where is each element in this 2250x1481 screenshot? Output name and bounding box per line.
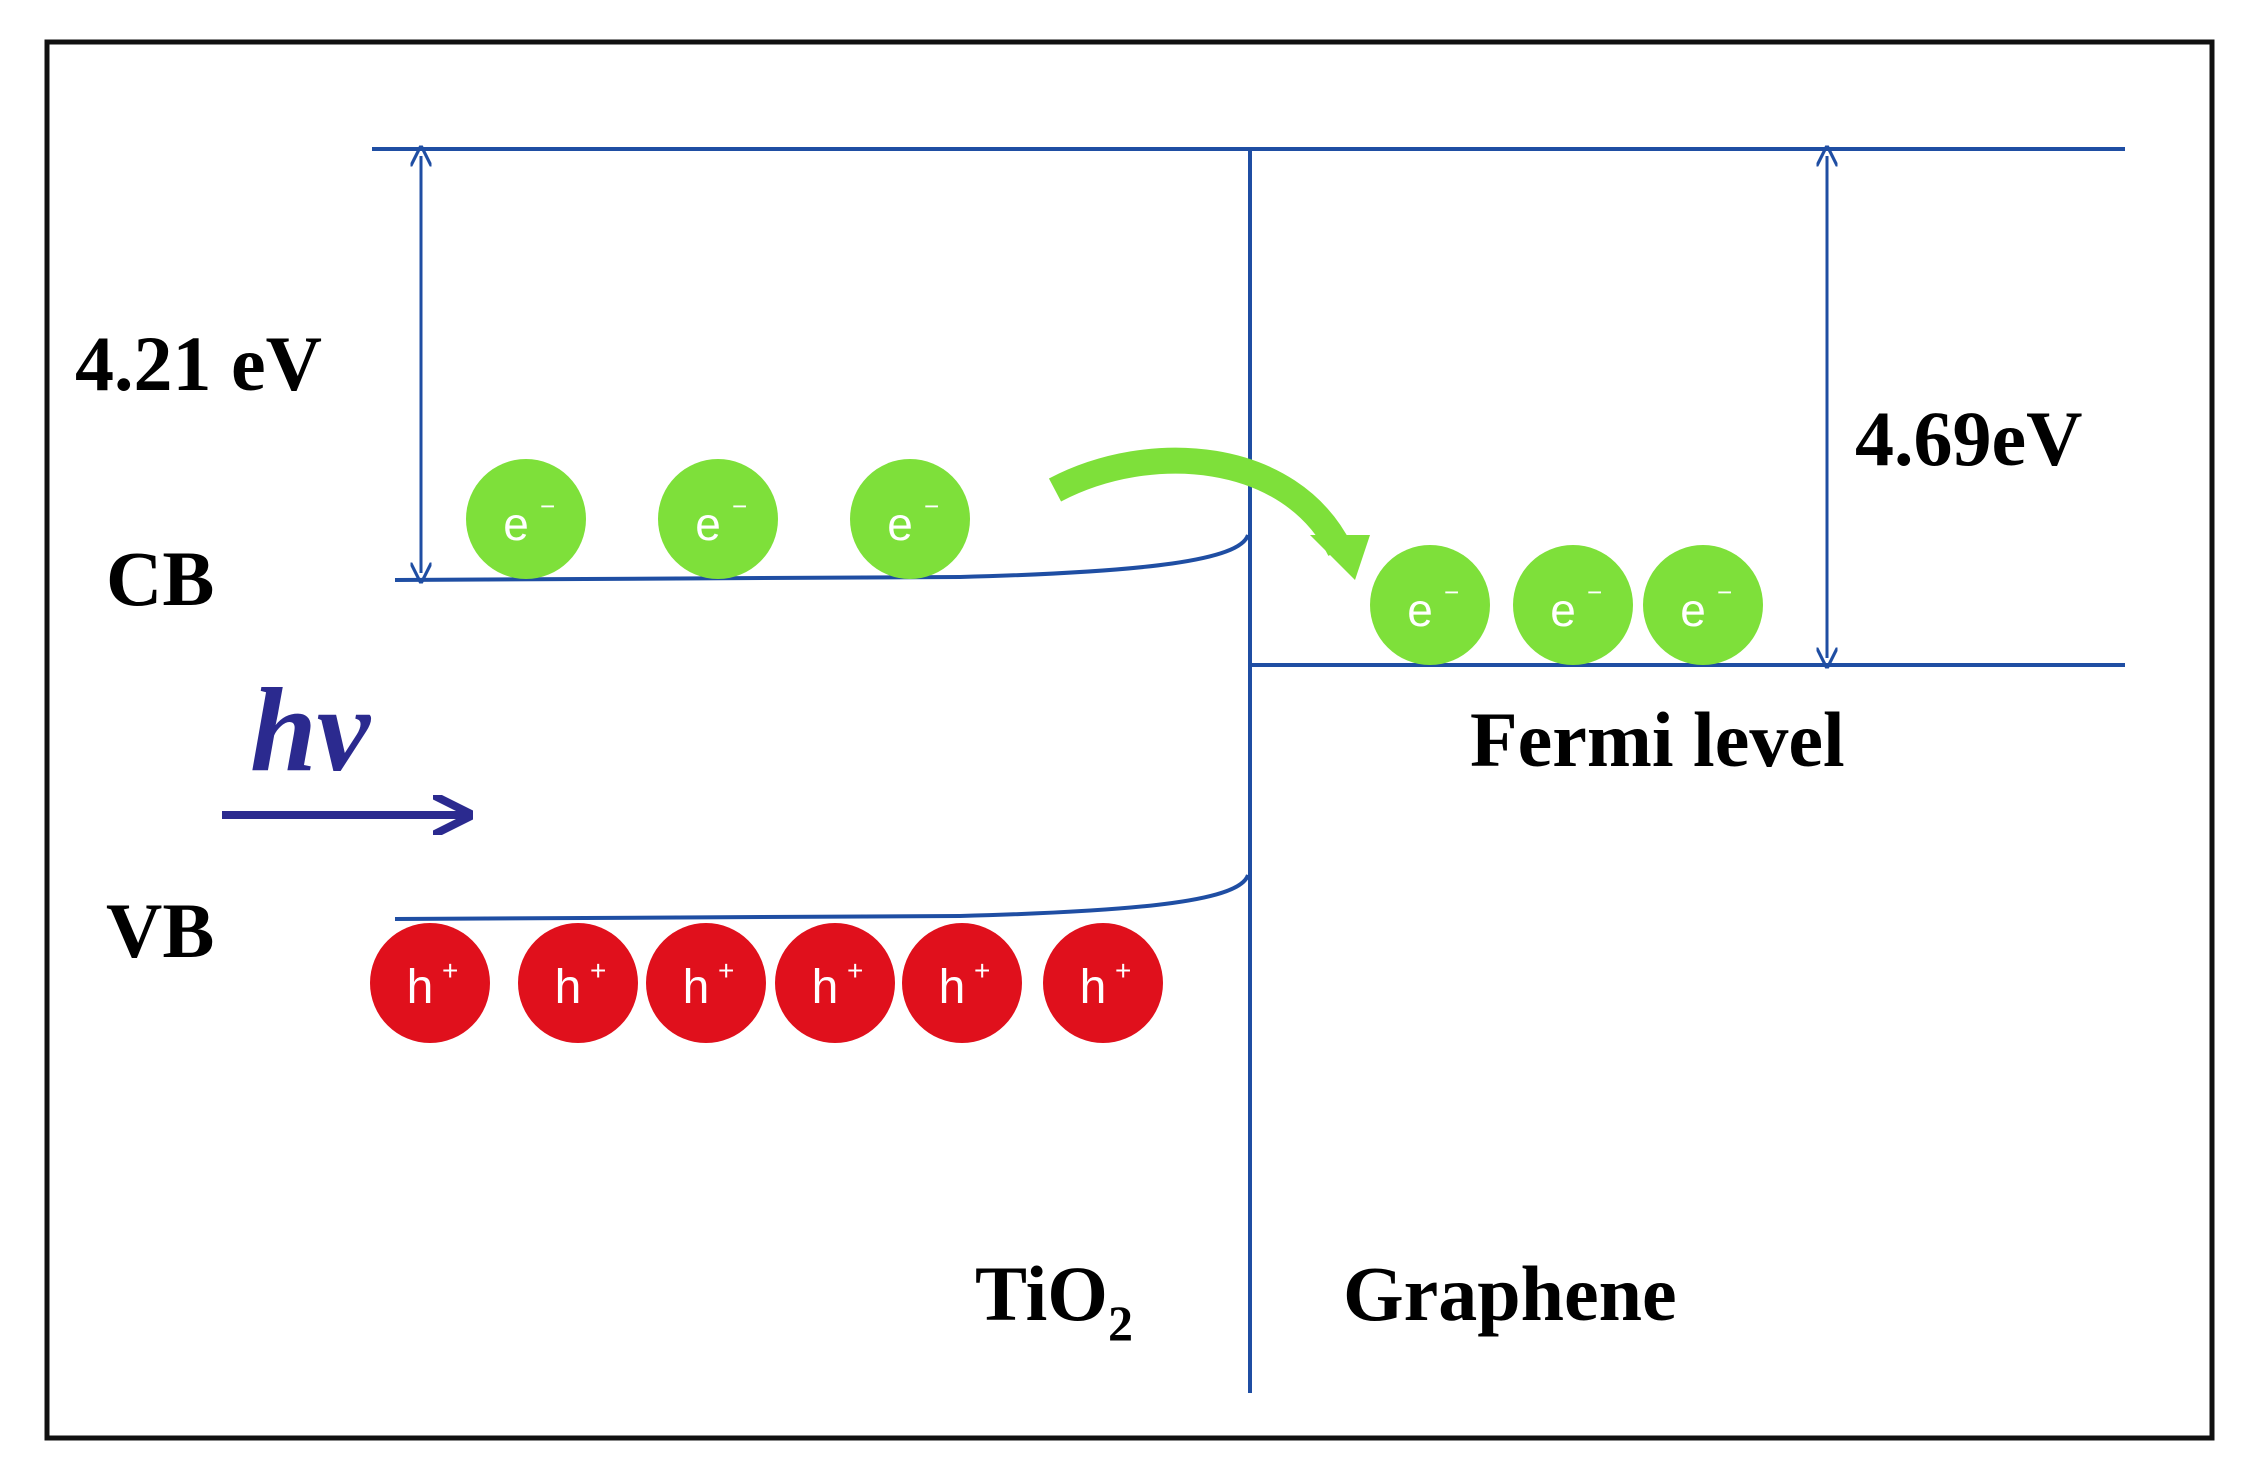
fermi-level-label: Fermi level — [1470, 696, 1845, 783]
electron-transfer-arrow — [1048, 447, 1370, 580]
tio2-cb-electrons: e − e − e − — [466, 459, 970, 579]
electron: e − — [1370, 545, 1490, 665]
svg-text:e: e — [1680, 584, 1706, 636]
svg-text:+: + — [718, 955, 734, 986]
graphene-gap-label: 4.69eV — [1855, 395, 2082, 482]
hole: h + — [370, 923, 490, 1043]
valence-band-line — [394, 874, 1250, 921]
svg-text:−: − — [732, 491, 747, 521]
svg-text:h: h — [555, 961, 582, 1014]
vb-label: VB — [106, 887, 214, 974]
svg-text:−: − — [540, 491, 555, 521]
svg-text:+: + — [442, 955, 458, 986]
svg-text:+: + — [590, 955, 606, 986]
svg-text:e: e — [695, 498, 721, 550]
cb-label: CB — [106, 535, 214, 622]
electron: e − — [850, 459, 970, 579]
svg-text:+: + — [847, 955, 863, 986]
tio2-label: TiO2 — [975, 1250, 1133, 1351]
svg-text:e: e — [887, 498, 913, 550]
graphene-label: Graphene — [1343, 1250, 1677, 1337]
svg-text:h: h — [407, 961, 434, 1014]
outer-frame — [44, 39, 2215, 1441]
svg-text:h: h — [939, 961, 966, 1014]
svg-text:−: − — [1587, 577, 1602, 607]
hole: h + — [1043, 923, 1163, 1043]
conduction-band-line — [394, 534, 1250, 582]
electron: e − — [466, 459, 586, 579]
svg-text:−: − — [1444, 577, 1459, 607]
photon-label: hv — [250, 663, 372, 796]
hole: h + — [775, 923, 895, 1043]
tio2-gap-label: 4.21 eV — [75, 320, 322, 407]
hole: h + — [646, 923, 766, 1043]
electron: e − — [1643, 545, 1763, 665]
electron: e − — [1513, 545, 1633, 665]
svg-text:−: − — [924, 491, 939, 521]
svg-text:e: e — [1550, 584, 1576, 636]
hole: h + — [902, 923, 1022, 1043]
tio2-vb-holes: h + h + h + h + h + h + — [370, 923, 1163, 1043]
graphene-electrons: e − e − e − — [1370, 545, 1763, 665]
svg-text:h: h — [812, 961, 839, 1014]
electron: e − — [658, 459, 778, 579]
svg-text:h: h — [1080, 961, 1107, 1014]
svg-text:+: + — [1115, 955, 1131, 986]
svg-text:e: e — [503, 498, 529, 550]
hole: h + — [518, 923, 638, 1043]
svg-text:e: e — [1407, 584, 1433, 636]
svg-text:h: h — [683, 961, 710, 1014]
svg-text:+: + — [974, 955, 990, 986]
svg-text:−: − — [1717, 577, 1732, 607]
